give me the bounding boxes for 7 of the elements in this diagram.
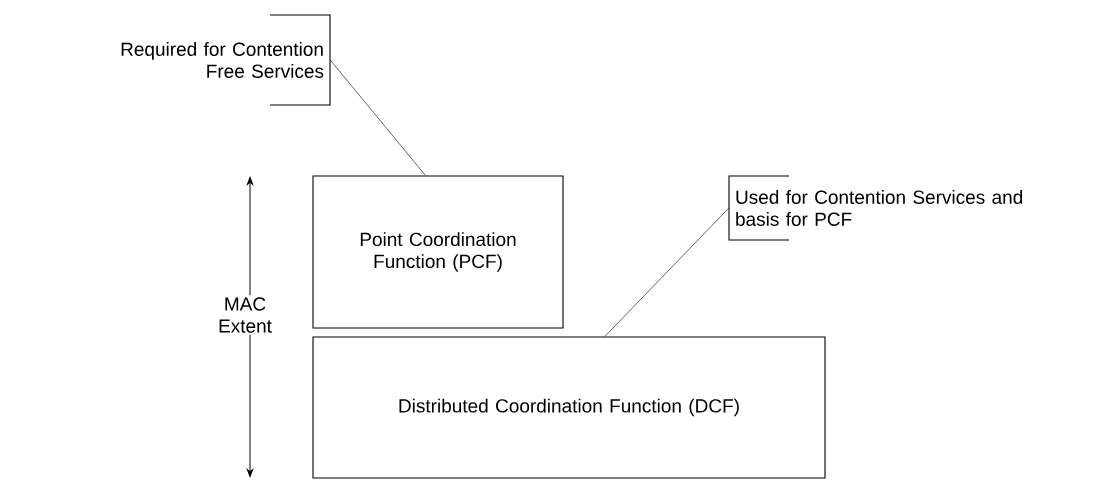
callout: Required for Contention Free Services [121,14,331,106]
leader-line [329,59,426,176]
leader-line [604,207,730,337]
callout: Used for Contention Services and basis for PCF [728,175,1023,241]
process-box: Distributed Coordination Function (DCF) [312,336,826,479]
process-box: Point Coordination Function (PCF) [312,175,564,329]
dimension-label: MAC Extent [213,295,277,335]
